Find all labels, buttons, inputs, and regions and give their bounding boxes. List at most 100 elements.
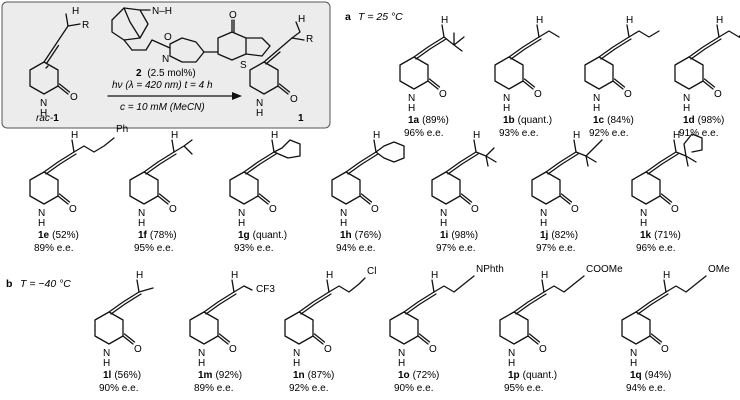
compound-id: 1m — [198, 370, 213, 381]
atom-o: O — [371, 204, 379, 215]
compound-caption: 1p(quant.) — [508, 370, 557, 381]
carbonyl-bond — [527, 333, 541, 345]
atom-n: N — [503, 93, 510, 104]
compound-id: 1f — [138, 230, 148, 241]
panel-a-letter: a — [345, 11, 351, 23]
compound-yield: (98%) — [451, 230, 478, 241]
allene-bond — [545, 151, 579, 175]
atom-h-allene: H — [271, 130, 278, 141]
compound-ee: 96% e.e. — [404, 128, 443, 139]
substrate-o: O — [70, 92, 78, 103]
atom-n: N — [593, 93, 600, 104]
lactam-ring — [531, 171, 561, 205]
reaction-scheme-box: O N H H R rac-1 N–H O N O — [1, 1, 331, 129]
atom-h: H — [440, 218, 447, 229]
atom-h: H — [630, 358, 637, 369]
product-o: O — [290, 94, 298, 105]
atom-o: O — [229, 344, 237, 355]
allene-h-bond — [716, 24, 720, 38]
allene-h-bond — [271, 139, 275, 153]
compound-yield: (quant.) — [523, 370, 557, 381]
lactam-ring — [94, 311, 124, 345]
lactam-ring — [621, 311, 651, 345]
atom-n: N — [238, 208, 245, 219]
product-structure: O N H H R 1 — [249, 14, 313, 124]
allene-h-bond — [136, 279, 140, 293]
compound-yield: (52%) — [52, 230, 79, 241]
substrate-structure: O N H H R rac-1 — [29, 6, 89, 124]
atom-h-allene: H — [541, 270, 548, 281]
compound-yield: (78%) — [150, 230, 177, 241]
side-chain — [443, 32, 465, 52]
lactam-ring — [389, 311, 419, 345]
compound-caption: 1d(98%) — [683, 115, 724, 126]
side-chain — [628, 30, 660, 38]
allene-h-bond — [326, 279, 330, 293]
allene-h-bond — [536, 24, 540, 38]
compound-caption: 1b(quant.) — [503, 115, 552, 126]
carbonyl-bond — [217, 333, 231, 345]
atom-h: H — [408, 103, 415, 114]
compound-id: 1b — [503, 115, 515, 126]
atom-n: N — [340, 208, 347, 219]
atom-h-allene: H — [71, 130, 78, 141]
compound-ee: 89% e.e. — [34, 243, 73, 254]
product-h: H — [256, 108, 263, 119]
side-chain — [665, 275, 707, 293]
atom-h-allene: H — [663, 270, 670, 281]
compound-caption: 1n(87%) — [293, 370, 334, 381]
allene-h-bond — [441, 24, 445, 38]
atom-n: N — [293, 348, 300, 359]
compound-yield: (76%) — [355, 230, 382, 241]
compound-caption: 1o(72%) — [398, 370, 439, 381]
compound-caption: 1e(52%) — [38, 230, 79, 241]
allene-bond — [43, 151, 77, 175]
atom-h: H — [503, 103, 510, 114]
atom-h-allene: H — [326, 270, 333, 281]
product-id: 1 — [298, 113, 304, 124]
atom-o: O — [571, 204, 579, 215]
allene-h-bond — [673, 139, 677, 153]
compound-ee: 97% e.e. — [436, 243, 475, 254]
atom-h: H — [398, 358, 405, 369]
atom-h-allene: H — [716, 15, 723, 26]
compound-id: 1c — [593, 115, 605, 126]
compound-ee: 92% e.e. — [589, 128, 628, 139]
atom-h: H — [293, 358, 300, 369]
compound-id: 1h — [340, 230, 352, 241]
compound-caption: 1l(56%) — [103, 370, 141, 381]
carbonyl-bond — [659, 193, 673, 205]
carbonyl-bond — [649, 333, 663, 345]
atom-h-allene: H — [473, 130, 480, 141]
compound-id: 1k — [640, 230, 652, 241]
carbonyl-bond — [122, 333, 136, 345]
atom-o: O — [539, 344, 547, 355]
compound-yield: (quant.) — [253, 230, 287, 241]
atom-o: O — [624, 89, 632, 100]
compound-id: 1i — [440, 230, 449, 241]
substituent-label: NPhth — [476, 264, 504, 275]
atom-h: H — [38, 218, 45, 229]
atom-o: O — [269, 204, 277, 215]
catalyst-s: S — [240, 60, 247, 71]
atom-o: O — [134, 344, 142, 355]
compound-ee: 93% e.e. — [499, 128, 538, 139]
atom-h-allene: H — [626, 15, 633, 26]
atom-n: N — [640, 208, 647, 219]
substituent-label: COOMe — [586, 264, 623, 275]
compound-ee: 92% e.e. — [289, 383, 328, 394]
reaction-conditions: hν (λ = 420 nm) t = 4 h c = 10 mM (MeCN) — [107, 80, 242, 113]
allene-h-bond — [541, 279, 545, 293]
catalyst-id: 2 — [136, 68, 142, 79]
lactam-ring — [284, 311, 314, 345]
substrate-h-top: H — [72, 6, 79, 17]
side-chain — [233, 285, 253, 293]
substrate-r: R — [82, 20, 89, 31]
lactam-ring — [399, 56, 429, 90]
compound-yield: (98%) — [698, 115, 725, 126]
atom-n: N — [540, 208, 547, 219]
